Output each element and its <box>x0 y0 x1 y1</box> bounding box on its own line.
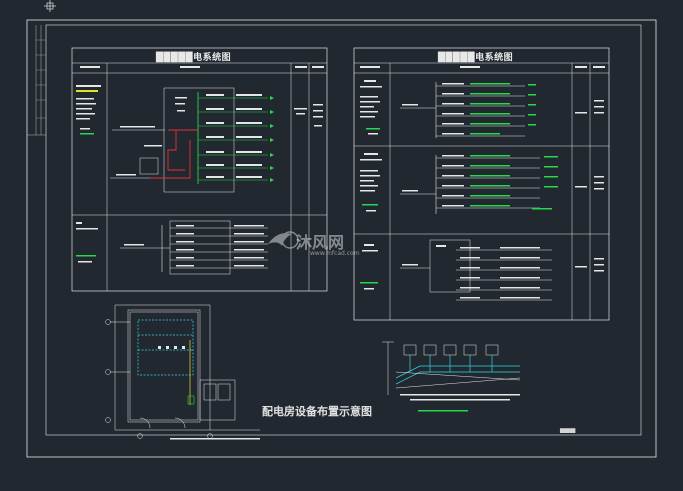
left-system-panel <box>71 47 328 292</box>
right-system-panel <box>353 47 610 321</box>
floor-plan <box>105 304 260 440</box>
cad-crosshair-cursor <box>44 0 56 12</box>
watermark-text: 沐风网 <box>296 233 345 252</box>
left-panel-title: █████电系统图 <box>156 53 232 63</box>
detail-diagram <box>382 341 521 412</box>
left-feeders <box>198 94 274 182</box>
sheet-outer-border <box>26 19 657 458</box>
watermark-url: www.mfcad.com <box>310 250 360 257</box>
sheet-number: █████ <box>560 428 576 433</box>
layout-plan-title: 配电房设备布置示意图 <box>262 405 372 418</box>
right-panel-title: █████电系统图 <box>438 53 514 63</box>
watermark-logo <box>268 231 299 249</box>
sheet-inner-border <box>45 24 642 436</box>
